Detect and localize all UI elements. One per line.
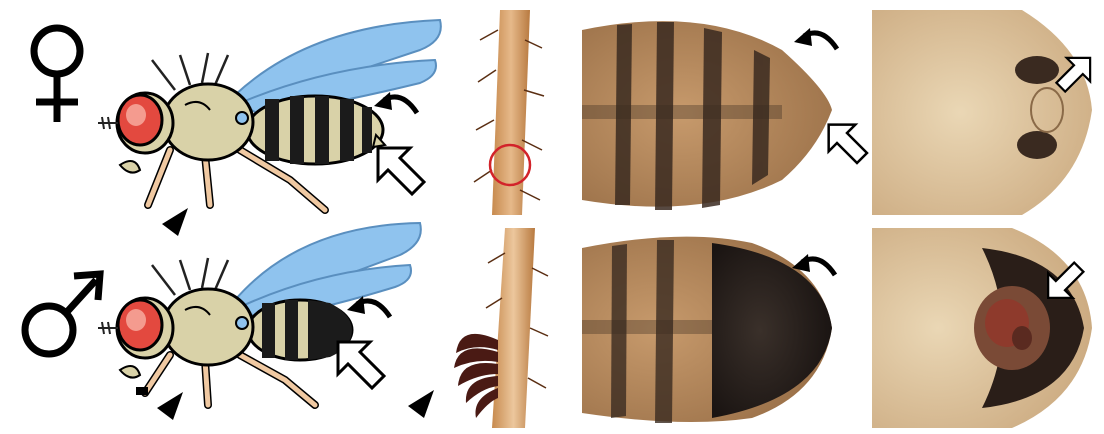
arrowhead-icon (155, 390, 185, 422)
arrowhead-icon (405, 388, 437, 420)
male-foreleg-photo (450, 228, 550, 428)
curved-arrow-icon (790, 250, 840, 280)
outline-arrow-icon (1042, 258, 1088, 304)
curved-arrow-icon (372, 88, 422, 118)
outline-arrow-icon (330, 334, 390, 394)
sex-comb (454, 334, 498, 418)
outline-arrow-icon (822, 118, 872, 168)
male-fly-illustration (90, 215, 450, 430)
outline-arrow-icon (1052, 52, 1096, 96)
outline-arrow-icon (370, 140, 430, 200)
female-symbol-icon (22, 18, 92, 128)
female-fly-illustration (90, 5, 450, 235)
female-ventral-terminalia-photo (872, 10, 1097, 215)
curved-arrow-icon (345, 292, 395, 322)
female-foreleg-photo (470, 10, 550, 215)
curved-arrow-icon (792, 24, 842, 54)
